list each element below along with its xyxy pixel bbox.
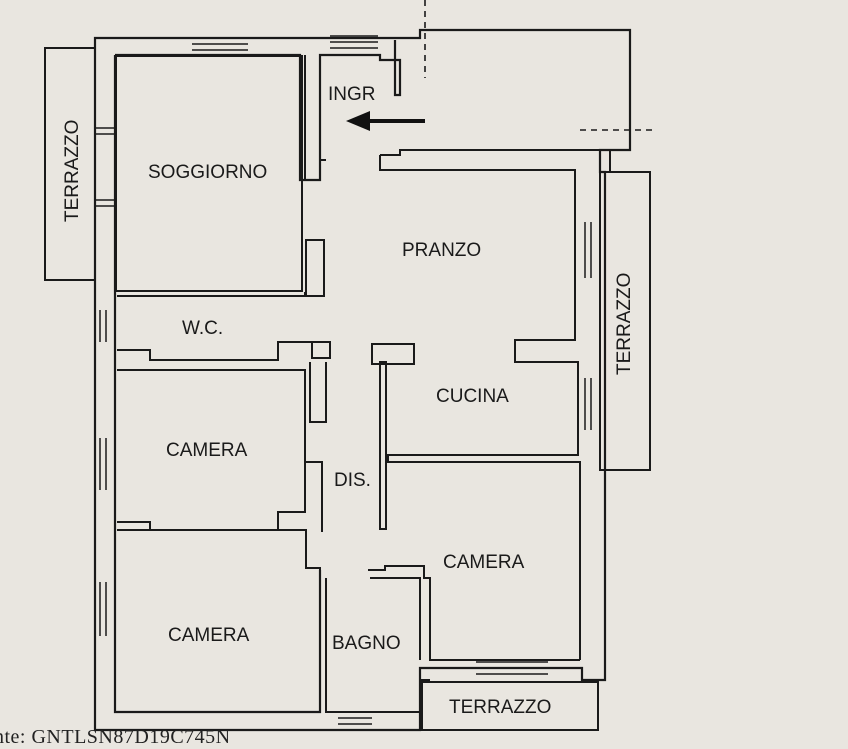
room-label-disimpegno: DIS. <box>334 470 371 491</box>
room-label-wc: W.C. <box>182 318 223 339</box>
terrace-west <box>44 47 96 281</box>
footer-code: nte: GNTLSN87D19C745N <box>0 726 231 748</box>
terrace-label-east: TERRAZZO <box>614 273 635 375</box>
room-label-camera-2: CAMERA <box>443 552 525 573</box>
terrace-east <box>599 171 651 471</box>
interior-walls <box>115 55 611 713</box>
terrace-label-south: TERRAZZO <box>449 697 551 718</box>
room-label-camera-3: CAMERA <box>168 625 250 646</box>
room-label-ingresso: INGR <box>328 84 376 105</box>
room-label-pranzo: PRANZO <box>402 240 481 261</box>
windows <box>95 35 592 725</box>
terrace-south <box>421 681 599 731</box>
room-label-bagno: BAGNO <box>332 633 401 654</box>
room-label-soggiorno: SOGGIORNO <box>148 162 267 183</box>
terrace-label-west: TERRAZZO <box>62 120 83 222</box>
room-label-camera-1: CAMERA <box>166 440 248 461</box>
dashed-boundary <box>424 0 652 131</box>
room-label-cucina: CUCINA <box>436 386 509 407</box>
entrance-arrow-icon <box>346 111 425 131</box>
